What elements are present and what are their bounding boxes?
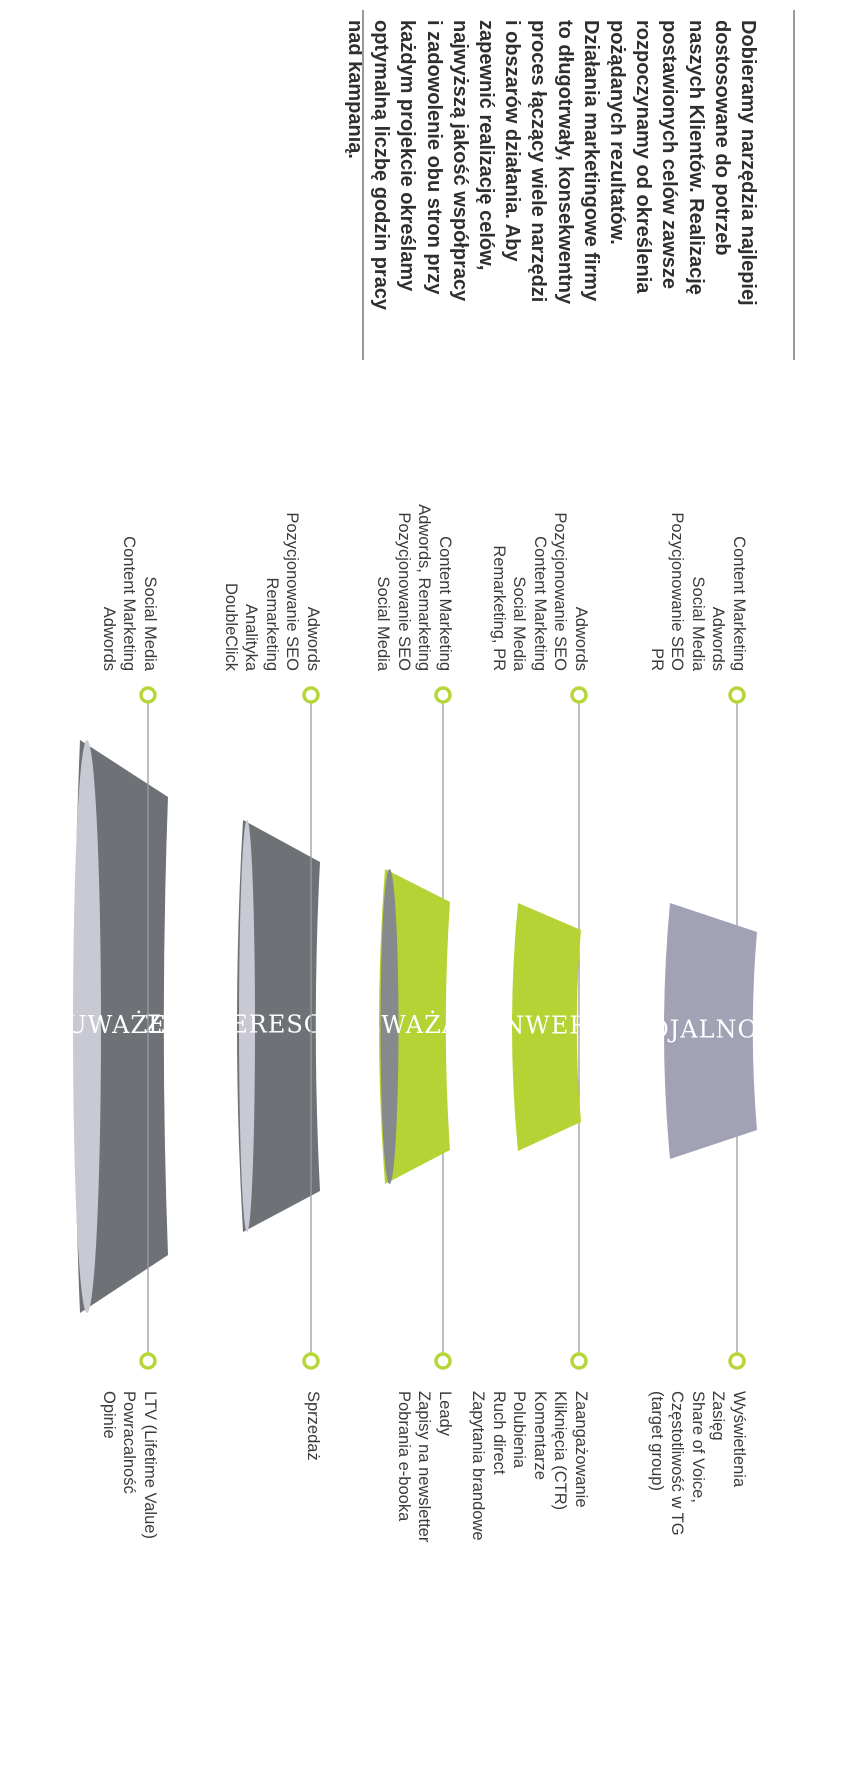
funnel-stage-rim — [380, 869, 399, 1184]
metric-item: Zapisy na newsletter — [415, 1391, 434, 1543]
tool-item: Remarketing, PR — [490, 545, 508, 671]
metric-item: Ruch direct — [490, 1391, 508, 1475]
tool-item: Content Marketing — [531, 536, 549, 671]
funnel-stage-label: KONWERSJA — [464, 1012, 635, 1040]
tools-dot — [728, 686, 746, 704]
metric-item: Wyświetlenia — [730, 1391, 748, 1488]
metric-item: Zaangażowanie — [572, 1391, 590, 1508]
tool-item: Adwords — [304, 606, 322, 671]
metric-item: Częstotliwość w TG — [668, 1391, 687, 1536]
funnel-stage-rim — [73, 740, 101, 1313]
tool-item: Pozycjonowanie SEO — [395, 512, 413, 671]
metric-item: Polubienia — [510, 1391, 529, 1469]
metric-item: Komentarze — [531, 1391, 549, 1480]
metric-item: Zapytania brandowe — [469, 1391, 488, 1541]
metric-item: Powracalność — [120, 1391, 139, 1494]
funnel-stage-label: ZAUWAŻENIE — [30, 1010, 217, 1039]
metric-item: Sprzedaż — [304, 1391, 322, 1461]
tool-item: Pozycjonowanie SEO — [283, 512, 302, 671]
funnel-stage-4 — [512, 903, 581, 1151]
metrics-dot — [139, 1352, 157, 1370]
metric-item: Share of Voice, — [689, 1391, 707, 1503]
tool-item: Remarketing — [263, 577, 281, 671]
tool-item: Content Marketing — [436, 536, 454, 671]
metrics-list: Sprzedaż — [303, 1391, 324, 1621]
tool-item: Adwords, Remarketing — [415, 504, 434, 671]
metric-item: (target group) — [648, 1391, 666, 1491]
tool-item: Adwords — [709, 606, 728, 671]
metric-item: Pobrania e-booka — [395, 1391, 413, 1522]
tools-dot — [302, 686, 320, 704]
metric-item: Opinie — [100, 1391, 118, 1439]
tool-item: Social Media — [510, 576, 529, 671]
tools-dot — [139, 686, 157, 704]
metric-item: Zasięg — [709, 1391, 728, 1441]
metrics-dot — [434, 1352, 452, 1370]
metric-item: Kliknięcia (CTR) — [551, 1391, 570, 1511]
tool-item: Adwords — [100, 606, 118, 671]
funnel-stage-label: ZAINTERESOWANIE — [145, 1011, 419, 1039]
tool-item: Content Marketing — [120, 536, 139, 671]
tool-item: PR — [648, 648, 666, 671]
tool-item: Social Media — [689, 576, 707, 671]
tool-item: Social Media — [141, 576, 159, 671]
metric-item: LTV (Lifetime Value) — [141, 1391, 159, 1539]
funnel-stage-label: LOJALNOŚĆ — [632, 1015, 795, 1044]
tools-dot — [434, 686, 452, 704]
funnel-stage-label: ROZWAŻANIE — [324, 1010, 511, 1039]
tool-item: Pozycjonowanie SEO — [668, 512, 687, 671]
tool-item: DoubleClick — [222, 582, 240, 671]
tools-dot — [570, 686, 588, 704]
funnel-stage-5 — [664, 903, 757, 1159]
tool-item: Social Media — [374, 576, 393, 671]
funnel-stage-rim — [239, 820, 255, 1232]
tool-item: Content Marketing — [730, 536, 748, 671]
tool-item: Analityka — [242, 604, 261, 671]
metric-item: Leady — [436, 1391, 454, 1436]
metrics-dot — [570, 1352, 588, 1370]
metrics-dot — [302, 1352, 320, 1370]
tool-item: Pozycjonowanie SEO — [551, 512, 570, 671]
metrics-dot — [728, 1352, 746, 1370]
tool-item: Adwords — [572, 606, 590, 671]
funnel-stage-2 — [237, 820, 320, 1232]
